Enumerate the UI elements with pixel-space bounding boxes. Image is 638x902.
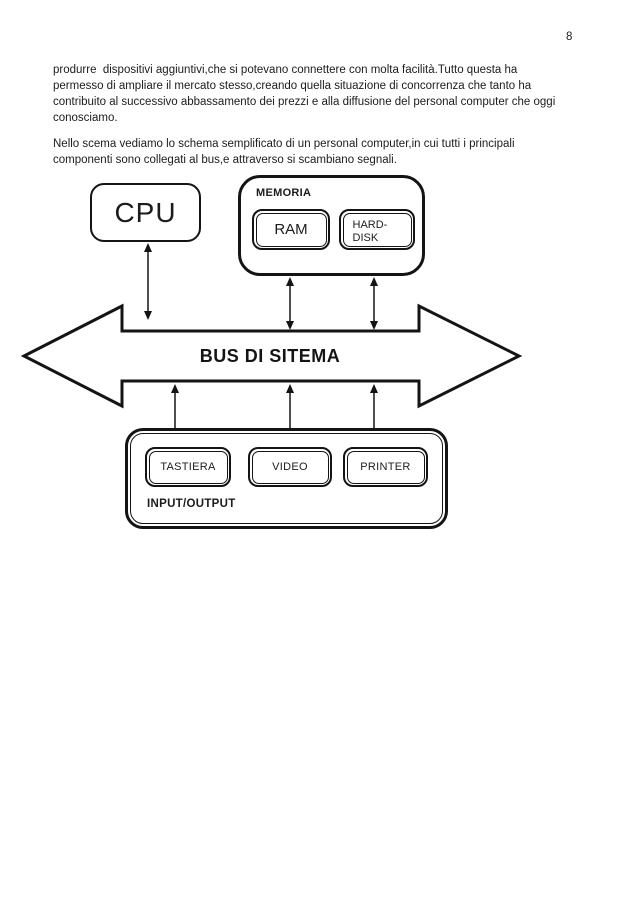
harddisk-label: HARD- DISK: [352, 218, 388, 244]
cpu-box: CPU: [90, 183, 201, 242]
memoria-label: MEMORIA: [256, 187, 312, 199]
memoria-box: MEMORIA RAM HARD- DISK: [238, 175, 425, 276]
paragraph-1-line: produrre dispositivi aggiuntivi,che si p…: [53, 64, 518, 76]
ram-label: RAM: [274, 221, 308, 238]
paragraph-1-line: permesso di ampliare il mercato stesso,c…: [53, 80, 532, 92]
page-number: 8: [566, 31, 573, 43]
paragraph-2-line: Nello scema vediamo lo schema semplifica…: [53, 138, 515, 150]
paragraph-1-line: contribuito al successivo abbassamento d…: [53, 96, 556, 108]
paragraph-2: Nello scema vediamo lo schema semplifica…: [53, 136, 598, 168]
printer-label: PRINTER: [360, 461, 411, 473]
paragraph-1: produrre dispositivi aggiuntivi,che si p…: [53, 62, 598, 126]
arrow-ram-bus: [286, 277, 294, 330]
arrow-video-bus: [286, 384, 294, 429]
printer-box: PRINTER: [343, 447, 428, 487]
bus-label: BUS DI SITEMA: [200, 346, 341, 366]
video-label: VIDEO: [272, 461, 308, 473]
arrow-tastiera-bus: [171, 384, 179, 429]
ram-box: RAM: [252, 209, 330, 250]
paragraph-2-line: componenti sono collegati al bus,e attra…: [53, 154, 397, 166]
paragraph-1-line: conosciamo.: [53, 112, 118, 124]
arrow-cpu-bus: [144, 243, 152, 320]
video-box: VIDEO: [248, 447, 332, 487]
arrow-harddisk-bus: [370, 277, 378, 330]
tastiera-box: TASTIERA: [145, 447, 231, 487]
cpu-label: CPU: [114, 196, 177, 228]
input-output-inner-border: TASTIERA VIDEO PRINTER INPUT/OUTPUT: [130, 433, 443, 524]
input-output-box: TASTIERA VIDEO PRINTER INPUT/OUTPUT: [125, 428, 448, 529]
bus-double-arrow-shape: [20, 303, 523, 409]
input-output-label: INPUT/OUTPUT: [147, 498, 236, 510]
tastiera-label: TASTIERA: [160, 461, 216, 473]
arrow-printer-bus: [370, 384, 378, 429]
harddisk-box: HARD- DISK: [339, 209, 415, 250]
